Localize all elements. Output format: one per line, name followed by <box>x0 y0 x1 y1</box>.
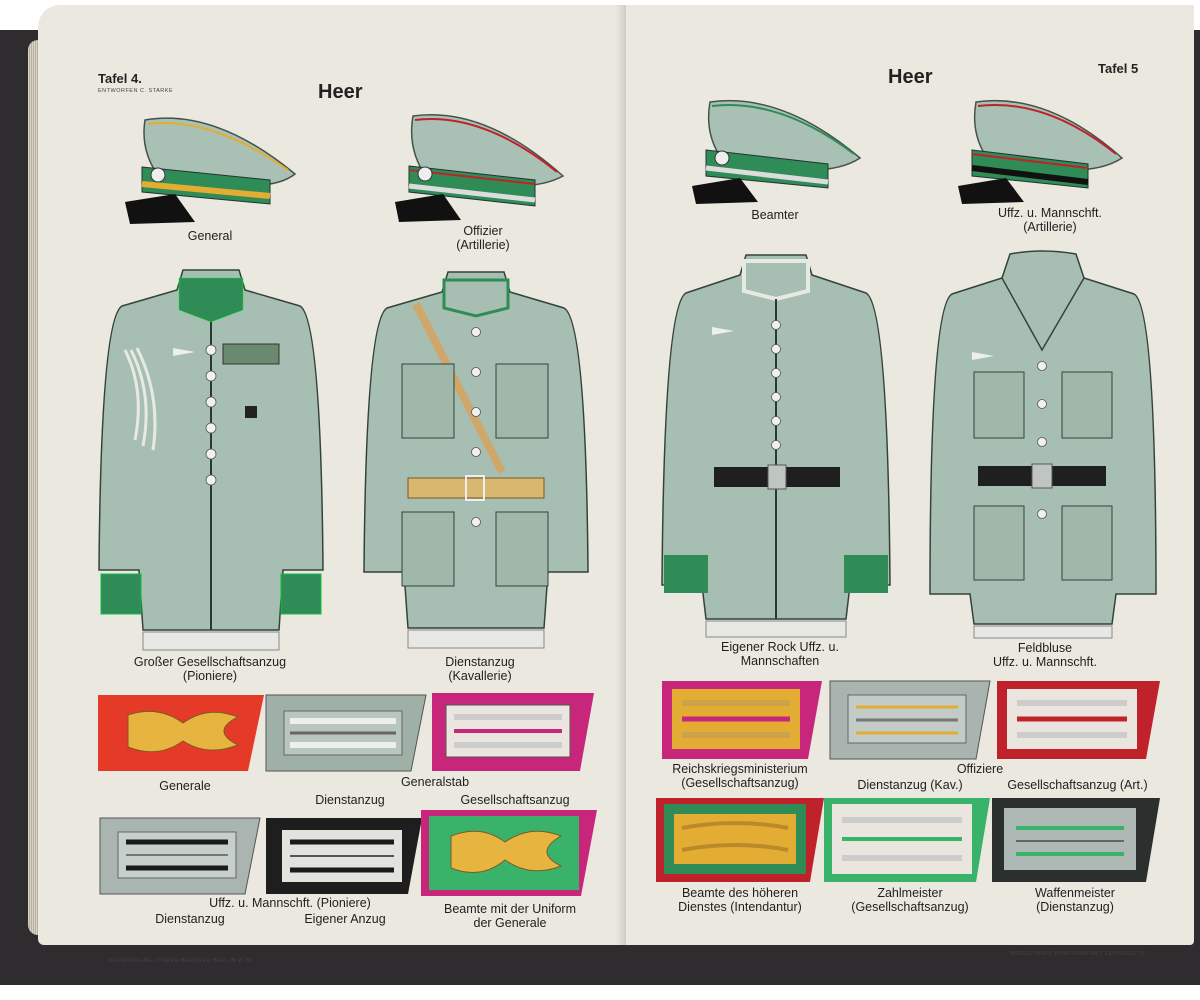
cap-officer-artillery-illustration <box>395 114 565 222</box>
tunic-general-illustration <box>98 269 324 651</box>
caption-uniform-feldbluse: Feldbluse <box>1017 641 1073 655</box>
patch-label-gesell-art: Gesellschaftsanzug (Art.) <box>1007 778 1148 792</box>
patch-label-uffz: Uffz. u. Mannschft. (Pioniere) <box>209 896 371 910</box>
patch-label-dienst-kav: Dienstanzug (Kav.) <box>857 778 963 792</box>
plate-number-right: Tafel 5 <box>1098 61 1139 76</box>
page-title-right: Heer <box>888 66 933 88</box>
patch-label-zahl-1: Zahlmeister <box>877 886 943 900</box>
caption-uniform-eigener-rock: Eigener Rock Uffz. u. <box>721 640 839 654</box>
patch-label-waffen-2: (Dienstanzug) <box>1036 900 1114 914</box>
caption-uniform-feldbluse-sub: Uffz. u. Mannschft. <box>993 655 1097 669</box>
cap-uffz-artillery-illustration <box>958 99 1124 204</box>
caption-uniform-cavalry-branch: (Kavallerie) <box>448 669 512 683</box>
patch-label-beamte-h-2: Dienstes (Intendantur) <box>678 900 802 914</box>
caption-uniform-eigener-rock-sub: Mannschaften <box>740 654 820 668</box>
caption-uniform-cavalry: Dienstanzug <box>445 655 515 669</box>
designer-credit: ENTWORFEN C. STARKE <box>98 88 174 94</box>
patch-uffz-dienst <box>99 817 261 895</box>
patch-beamte-hoeherer-dienst <box>656 798 824 882</box>
patch-label-offiziere: Offiziere <box>956 762 1004 776</box>
cap-beamter-illustration <box>692 99 862 204</box>
plate-number-left: Tafel 4. <box>98 71 142 86</box>
patch-label-uffz-dienst: Dienstanzug <box>155 912 225 926</box>
patch-beamte-generale <box>421 810 597 896</box>
patch-label-dienstanzug: Dienstanzug <box>315 793 385 807</box>
tunic-cavalry-illustration <box>363 271 589 649</box>
publisher-imprint: WEHRVERLAG JOSEPH BERCKER BERLIN W 30 <box>108 958 253 964</box>
patch-zahlmeister <box>824 798 990 882</box>
patch-offiziere-dienst-kav <box>829 680 991 760</box>
caption-cap-uffz-branch: (Artillerie) <box>1023 220 1077 234</box>
patch-label-uffz-eigen: Eigener Anzug <box>304 912 386 926</box>
caption-uniform-general: Großer Gesellschaftsanzug <box>133 655 287 669</box>
patch-uffz-eigen <box>266 818 422 894</box>
patch-generalstab-dienst <box>265 694 427 772</box>
tunic-eigener-rock-illustration <box>661 254 891 638</box>
patch-waffenmeister <box>992 798 1160 882</box>
patch-label-rkm-2: (Gesellschaftsanzug) <box>681 776 799 790</box>
patch-label-generalstab: Generalstab <box>400 775 470 789</box>
caption-cap-beamter: Beamter <box>751 208 799 222</box>
printer-imprint: MORITZ RUHL KUNSTANSTALT LEIPZIG O 27 <box>1010 951 1146 957</box>
caption-cap-officer-branch: (Artillerie) <box>456 238 510 252</box>
patch-offiziere-gesell-art <box>997 681 1160 759</box>
caption-cap-uffz: Uffz. u. Mannschft. <box>998 206 1102 220</box>
tunic-feldbluse-illustration <box>929 250 1157 639</box>
patch-generalstab-gesellschaft <box>432 693 594 771</box>
cap-general-illustration <box>125 117 297 224</box>
patch-generale <box>98 695 264 771</box>
patch-label-beamte-2: der Generale <box>473 916 547 930</box>
patch-label-rkm-1: Reichskriegsministerium <box>672 762 808 776</box>
patch-label-beamte-h-1: Beamte des höheren <box>681 886 799 900</box>
caption-cap-officer: Offizier <box>463 224 503 238</box>
caption-uniform-general-branch: (Pioniere) <box>182 669 238 683</box>
patch-reichskriegsministerium <box>662 681 822 759</box>
patch-label-beamte-1: Beamte mit der Uniform <box>444 902 576 916</box>
patch-label-zahl-2: (Gesellschaftsanzug) <box>851 900 969 914</box>
patch-label-generale: Generale <box>159 779 211 793</box>
caption-cap-general: General <box>187 229 233 243</box>
patch-label-gesellschaftsanzug: Gesellschaftsanzug <box>460 793 570 807</box>
page-title-left: Heer <box>318 81 363 103</box>
patch-label-waffen-1: Waffenmeister <box>1035 886 1115 900</box>
